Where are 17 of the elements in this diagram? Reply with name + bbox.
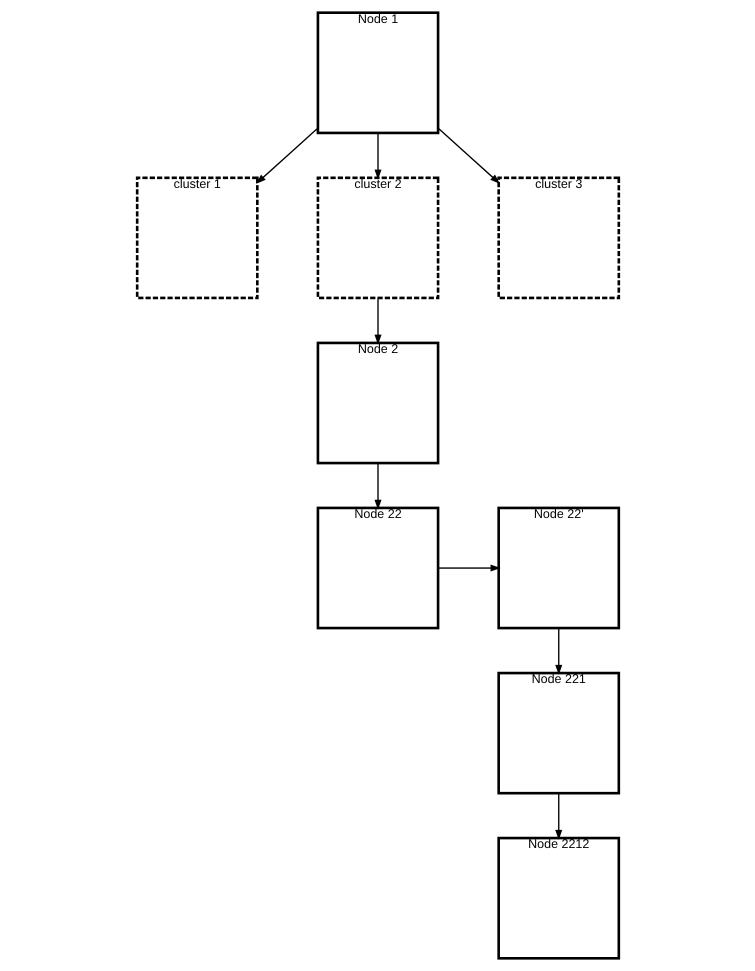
node-box: Node 1 (316, 11, 439, 134)
node-box: Node 2212 (496, 836, 620, 960)
node-box: cluster 2 (316, 176, 439, 300)
arrow (554, 793, 562, 840)
arrow (255, 128, 318, 184)
node-box: Node 221 (496, 672, 620, 794)
node-box: Node 22' (496, 506, 620, 630)
arrow (438, 564, 500, 572)
arrow (374, 298, 382, 345)
arrow (374, 133, 382, 180)
node-box: Node 22 (316, 506, 439, 630)
arrow (554, 628, 562, 675)
arrow (437, 128, 500, 184)
node-box: cluster 3 (496, 176, 620, 300)
node-box: Node 2 (316, 342, 439, 464)
node-box: cluster 1 (135, 176, 258, 300)
arrow (374, 463, 382, 510)
